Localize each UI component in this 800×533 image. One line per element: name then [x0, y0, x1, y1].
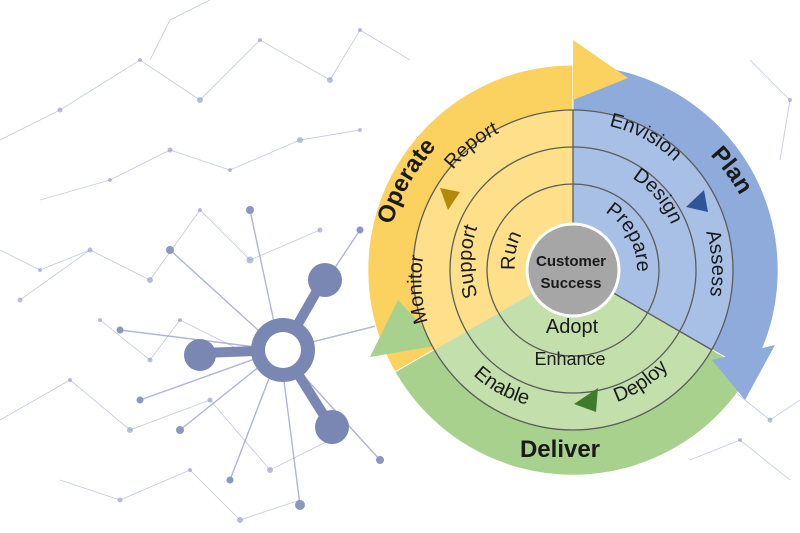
- deliver-cycle-triangle: [574, 388, 598, 412]
- deliver-adopt: Adopt: [546, 316, 599, 338]
- deliver-label: Deliver: [520, 436, 600, 463]
- center-title-line1: Customer: [536, 253, 606, 270]
- center-title-line2: Success: [541, 275, 602, 292]
- plan-cycle-triangle: [686, 190, 708, 212]
- middle-ring: [412, 109, 734, 431]
- network-nodes: [17, 28, 792, 523]
- operate-cycle-triangle: [440, 188, 460, 210]
- hub-connector-icon: [116, 206, 405, 510]
- center-circle: [525, 222, 621, 318]
- arrow-plan-to-deliver: [712, 345, 775, 400]
- arrow-operate-to-plan: [573, 40, 628, 100]
- deliver-enhance: Enhance: [534, 349, 605, 369]
- ring-lines: [412, 109, 734, 431]
- arrow-deliver-to-operate: [370, 300, 440, 357]
